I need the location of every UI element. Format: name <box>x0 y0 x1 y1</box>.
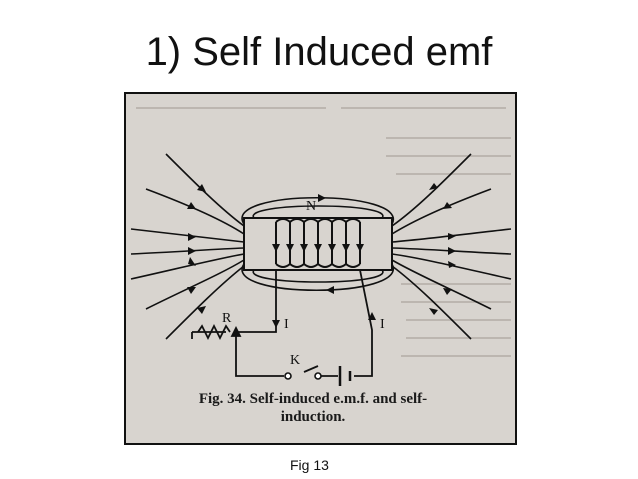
field-arrows-left <box>187 184 206 314</box>
current-label-right: I <box>380 317 385 332</box>
caption-line-2: induction. <box>280 409 346 425</box>
current-label-left: I <box>284 317 289 332</box>
field-arrows-right <box>429 183 456 315</box>
loop-arrows <box>318 194 334 294</box>
field-lines-right <box>391 153 512 340</box>
figure-frame: N R I I K Fig. 34. Self-induced e.m.f. a… <box>124 92 517 445</box>
self-induction-diagram: N R I I K <box>130 107 512 386</box>
current-arrows <box>272 312 376 328</box>
solenoid-core <box>243 217 393 271</box>
resistor-label: R <box>222 311 232 326</box>
key-label: K <box>290 353 300 368</box>
coil-windings <box>275 218 361 268</box>
figure-reference: Fig 13 <box>290 457 329 473</box>
coil-arrows <box>272 244 364 252</box>
circuit-wires <box>191 269 373 377</box>
field-loops <box>241 197 395 291</box>
pole-label: N <box>306 199 316 214</box>
resistor <box>197 323 242 342</box>
background-scan-text <box>136 107 511 357</box>
key-switch <box>284 372 322 380</box>
figure-caption: Fig. 34. Self-induced e.m.f. and self- i… <box>148 390 478 426</box>
battery <box>338 366 352 386</box>
caption-line-1: Fig. 34. Self-induced e.m.f. and self- <box>198 391 428 407</box>
slide-title: 1) Self Induced emf <box>145 30 493 74</box>
